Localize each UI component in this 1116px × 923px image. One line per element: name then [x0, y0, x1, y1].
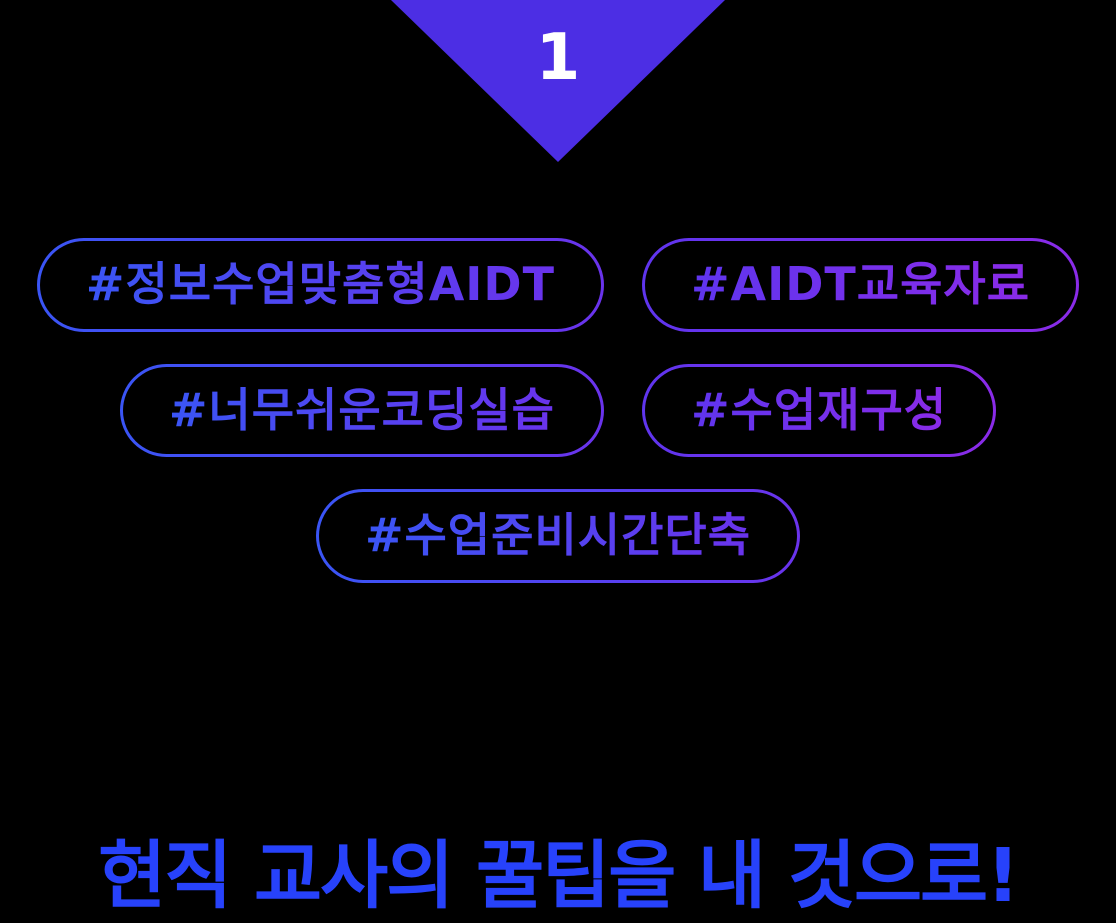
hashtag-label: #AIDT교육자료 [691, 256, 1030, 314]
hashtag-label: #수업준비시간단축 [365, 507, 751, 565]
hashtag-label: #수업재구성 [691, 382, 947, 440]
hashtag-pill: #AIDT교육자료 [641, 238, 1080, 332]
headline: 현직 교사의 꿀팁을 내 것으로! [98, 833, 1020, 919]
step-marker-triangle: 1 [391, 0, 725, 162]
hashtag-row-1: #정보수업맞춤형AIDT #AIDT교육자료 [36, 238, 1080, 332]
hashtag-pill: #수업재구성 [641, 363, 997, 457]
hashtag-pill-inner: #수업준비시간단축 [318, 492, 798, 580]
hashtag-row-3: #수업준비시간단축 [315, 489, 801, 583]
step-number: 1 [535, 21, 581, 95]
hashtag-pill: #정보수업맞춤형AIDT [36, 238, 604, 332]
hashtag-group: #정보수업맞춤형AIDT #AIDT교육자료 #너무쉬운코딩실습 #수업재구성 [0, 238, 1116, 583]
hashtag-pill-inner: #AIDT교육자료 [644, 241, 1077, 329]
hashtag-pill-inner: #정보수업맞춤형AIDT [39, 241, 601, 329]
hashtag-row-2: #너무쉬운코딩실습 #수업재구성 [119, 363, 997, 457]
hashtag-label: #너무쉬운코딩실습 [169, 382, 555, 440]
hashtag-pill-inner: #너무쉬운코딩실습 [122, 366, 601, 454]
hashtag-pill-inner: #수업재구성 [644, 366, 994, 454]
hashtag-pill: #너무쉬운코딩실습 [119, 363, 604, 457]
hashtag-label: #정보수업맞춤형AIDT [86, 256, 555, 314]
hashtag-pill: #수업준비시간단축 [315, 489, 801, 583]
